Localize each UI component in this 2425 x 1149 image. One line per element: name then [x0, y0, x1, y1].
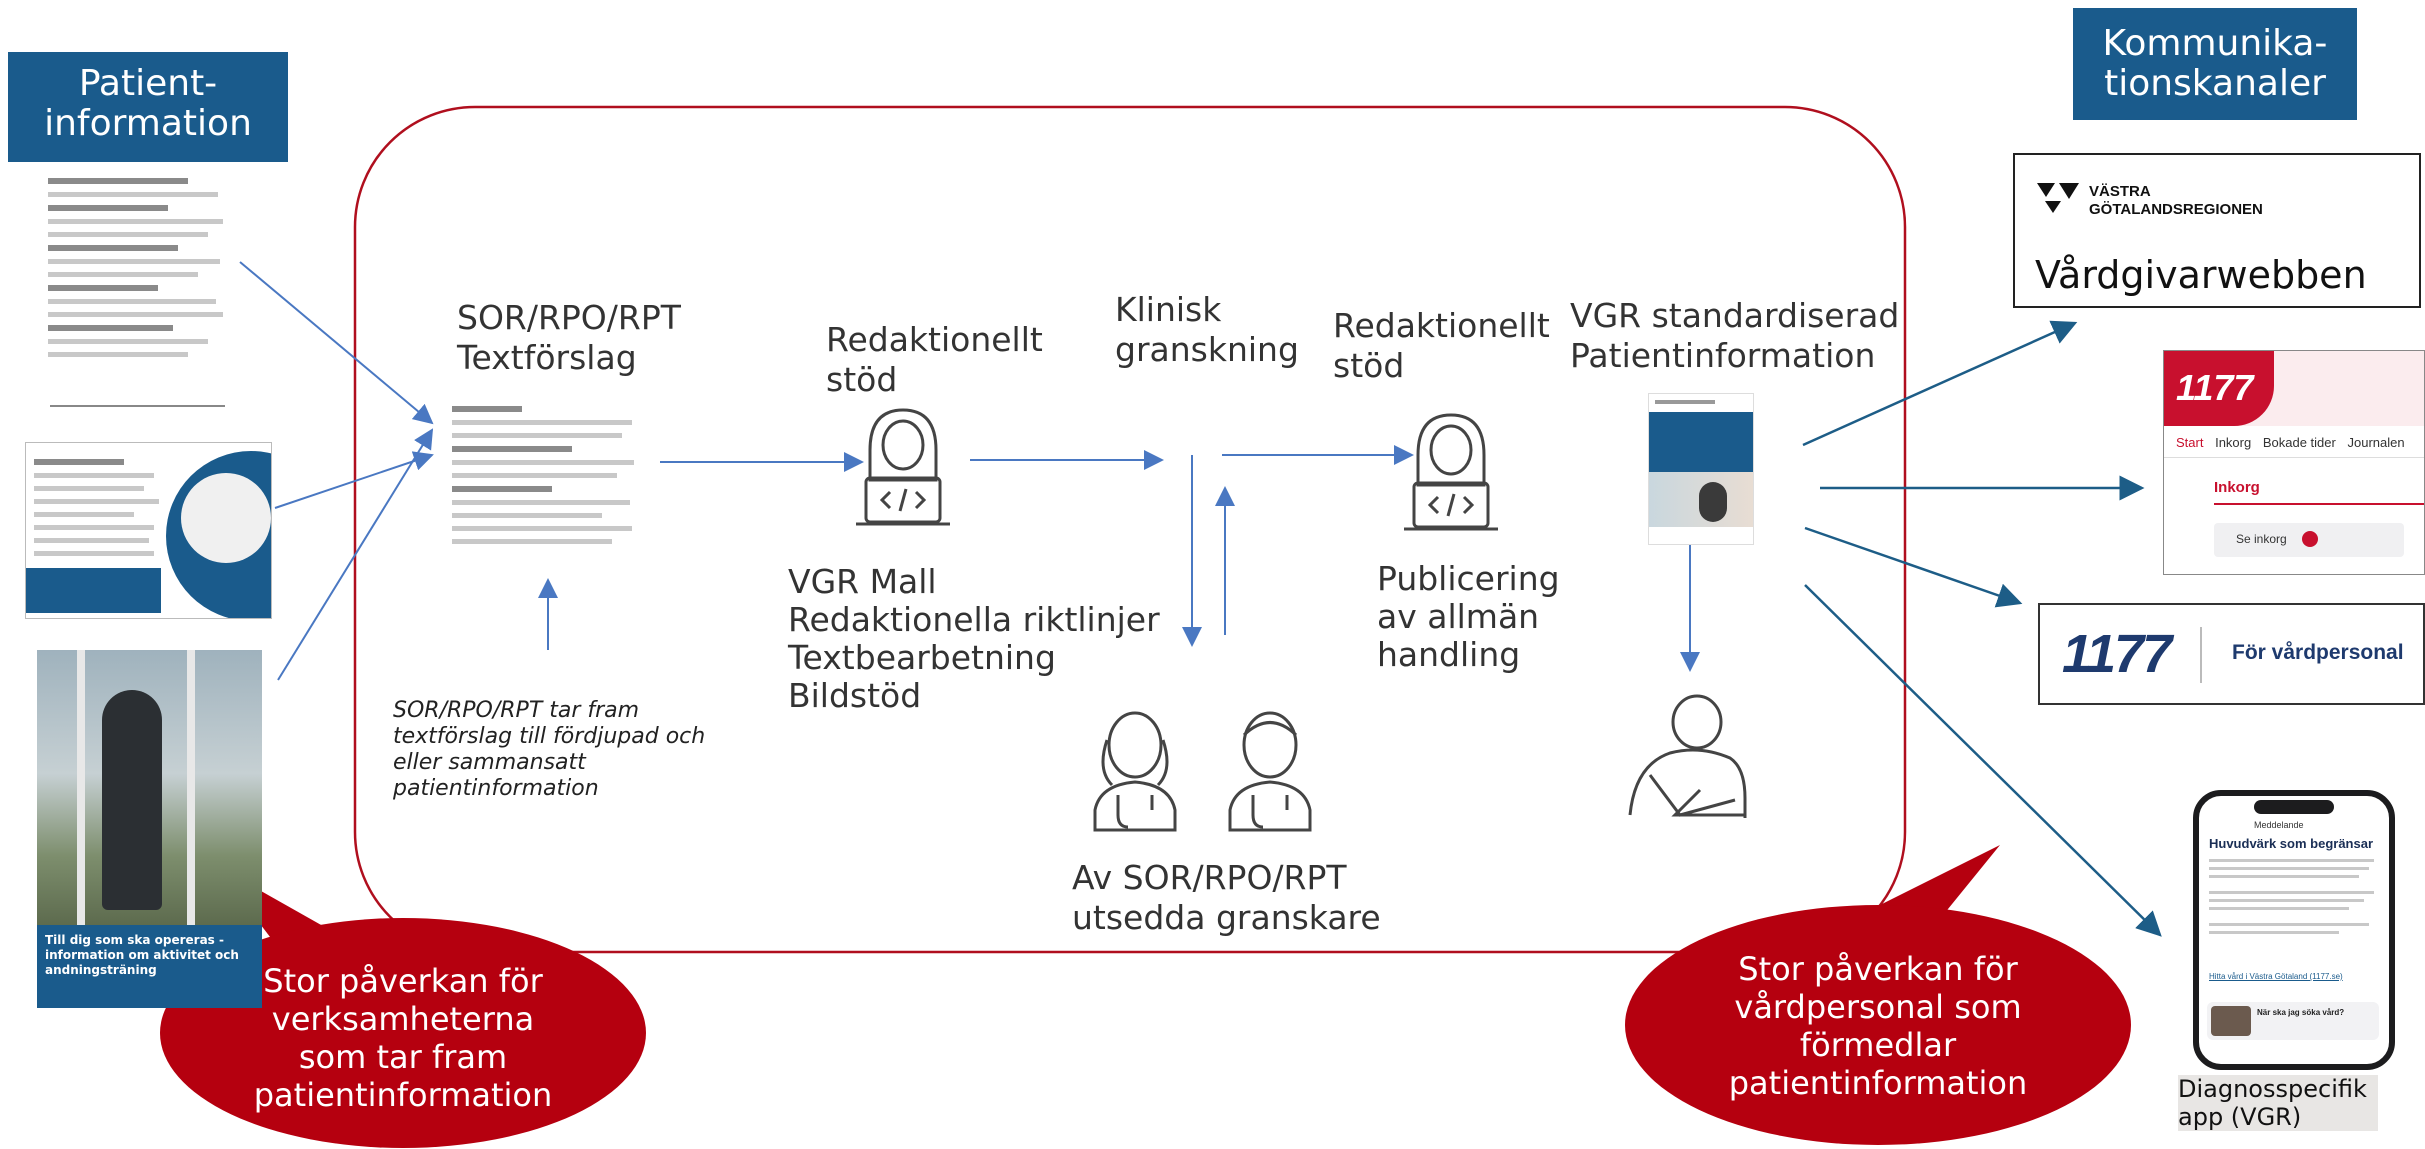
editor-laptop-icon-1: [856, 408, 950, 526]
textforslag-document: [452, 398, 640, 553]
inkorg-heading: Inkorg: [2214, 479, 2260, 496]
redaktionellt-stod-label-1: Redaktionellt stöd: [826, 320, 1043, 399]
web-1177-nav: Start Inkorg Bokade tider Journalen: [2176, 435, 2424, 450]
reviewer-doctor-icon-1: [1093, 711, 1177, 832]
nav-journalen[interactable]: Journalen: [2347, 435, 2405, 450]
inkorg-badge-icon: [2302, 531, 2318, 547]
bubble-right-text: Stor påverkan för vårdpersonal som förme…: [1728, 950, 2028, 1102]
vgr-standard-label: VGR standardiserad Patientinformation: [1570, 296, 1900, 375]
info-document-1: [48, 170, 228, 370]
web-1177-card: 1177 Start Inkorg Bokade tider Journalen…: [2163, 350, 2425, 575]
app-caption: Diagnosspecifik app (VGR): [2178, 1075, 2378, 1131]
vgr-org-name-bottom: GÖTALANDSREGIONEN: [2089, 201, 2263, 218]
vgr-standard-document: [1648, 393, 1754, 545]
process-frame: [353, 105, 1907, 954]
textforslag-label: SOR/RPO/RPT Textförslag: [457, 298, 681, 377]
info-document-1-footer: [50, 405, 225, 407]
se-inkorg-button[interactable]: Se inkorg: [2214, 523, 2404, 557]
patient-sling-icon: [1628, 694, 1747, 818]
nav-inkorg[interactable]: Inkorg: [2215, 435, 2252, 450]
nav-bokade-tider[interactable]: Bokade tider: [2262, 435, 2336, 450]
channels-header: Kommunika- tionskanaler: [2073, 8, 2357, 120]
speech-bubble-right: [1625, 845, 2131, 1145]
redaktionellt-stod-label-2: Redaktionellt stöd: [1333, 306, 1550, 385]
phone-link[interactable]: Hitta vård i Västra Götaland (1177.se): [2209, 972, 2343, 981]
klinisk-granskning-label: Klinisk granskning: [1115, 290, 1299, 369]
brochure-caption: Till dig som ska opereras - information …: [45, 933, 239, 977]
vgr-mall-label: VGR Mall Redaktionella riktlinjer Textbe…: [788, 562, 1160, 715]
sor-note-label: SOR/RPO/RPT tar fram textförslag till fö…: [393, 698, 706, 801]
phone-title: Huvudvärk som begränsar: [2209, 836, 2374, 851]
phone-card[interactable]: När ska jag söka vård?: [2207, 1002, 2379, 1040]
brochure-window-frame: [77, 650, 85, 925]
granskare-label: Av SOR/RPO/RPT utsedda granskare: [1072, 858, 1381, 937]
patient-info-header: Patient- information: [8, 52, 288, 162]
vgr-org-name-top: VÄSTRA: [2089, 183, 2151, 200]
nav-start[interactable]: Start: [2176, 435, 2204, 450]
bubble-left-text: Stor påverkan för verksamheterna som tar…: [253, 962, 553, 1114]
info-document-2: [25, 442, 272, 619]
phone-app-mockup: Meddelande Huvudvärk som begränsar Hitta…: [2193, 790, 2395, 1070]
vgr-doc-blue-band: [1649, 412, 1753, 472]
brochure-document: Till dig som ska opereras - information …: [37, 650, 262, 1008]
logo-1177-blue: 1177: [2062, 624, 2172, 684]
for-vardpersonal-text: För vårdpersonal: [2232, 641, 2404, 664]
publicering-label: Publicering av allmän handling: [1377, 559, 1560, 674]
editor-laptop-icon-2: [1404, 413, 1498, 531]
reviewer-doctor-icon-2: [1228, 711, 1312, 832]
vardgivarwebben-title: Vårdgivarwebben: [2035, 253, 2367, 297]
logo-1177-red: 1177: [2164, 351, 2424, 426]
brochure-person: [102, 690, 162, 910]
document-2-blue-panel: [26, 568, 161, 613]
vardgivarwebben-card: VÄSTRA GÖTALANDSREGIONEN Vårdgivarwebben: [2013, 153, 2421, 308]
vardpersonal-1177-card: 1177 För vårdpersonal: [2038, 603, 2425, 705]
document-2-hand-illustration: [181, 473, 271, 563]
brochure-window-frame-2: [187, 650, 195, 925]
vgr-logo-icon: [2035, 179, 2083, 215]
phone-card-thumbnail: [2211, 1006, 2251, 1036]
